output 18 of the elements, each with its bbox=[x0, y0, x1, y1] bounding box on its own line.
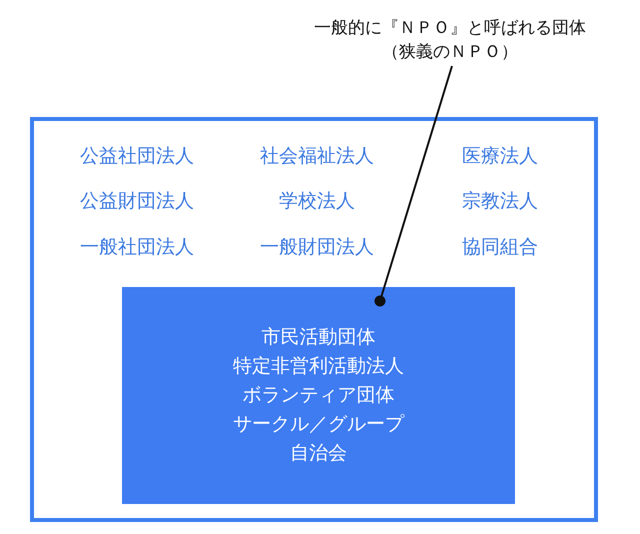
category-label: 一般社団法人 bbox=[80, 235, 194, 260]
group-item-text: ボランティア団体 bbox=[242, 383, 394, 408]
category-label: 協同組合 bbox=[462, 235, 538, 260]
category-label: 学校法人 bbox=[279, 189, 355, 214]
group-box bbox=[122, 287, 515, 504]
group-item-text: 特定非営利活動法人 bbox=[233, 354, 404, 379]
group-item-text: サークル／グループ bbox=[233, 412, 404, 437]
outer-frame bbox=[30, 117, 598, 522]
callout-text: 一般的に『ＮＰＯ』と呼ばれる団体（狭義のＮＰＯ） bbox=[300, 16, 600, 66]
category-label: 公益社団法人 bbox=[80, 144, 194, 169]
category-label: 宗教法人 bbox=[462, 189, 538, 214]
group-item-text: 自治会 bbox=[290, 441, 347, 466]
category-label: 社会福祉法人 bbox=[260, 144, 374, 169]
group-item-text: 市民活動団体 bbox=[262, 325, 376, 350]
category-label: 医療法人 bbox=[462, 144, 538, 169]
category-label: 公益財団法人 bbox=[80, 189, 194, 214]
category-label: 一般財団法人 bbox=[260, 235, 374, 260]
leader-line bbox=[374, 66, 453, 306]
